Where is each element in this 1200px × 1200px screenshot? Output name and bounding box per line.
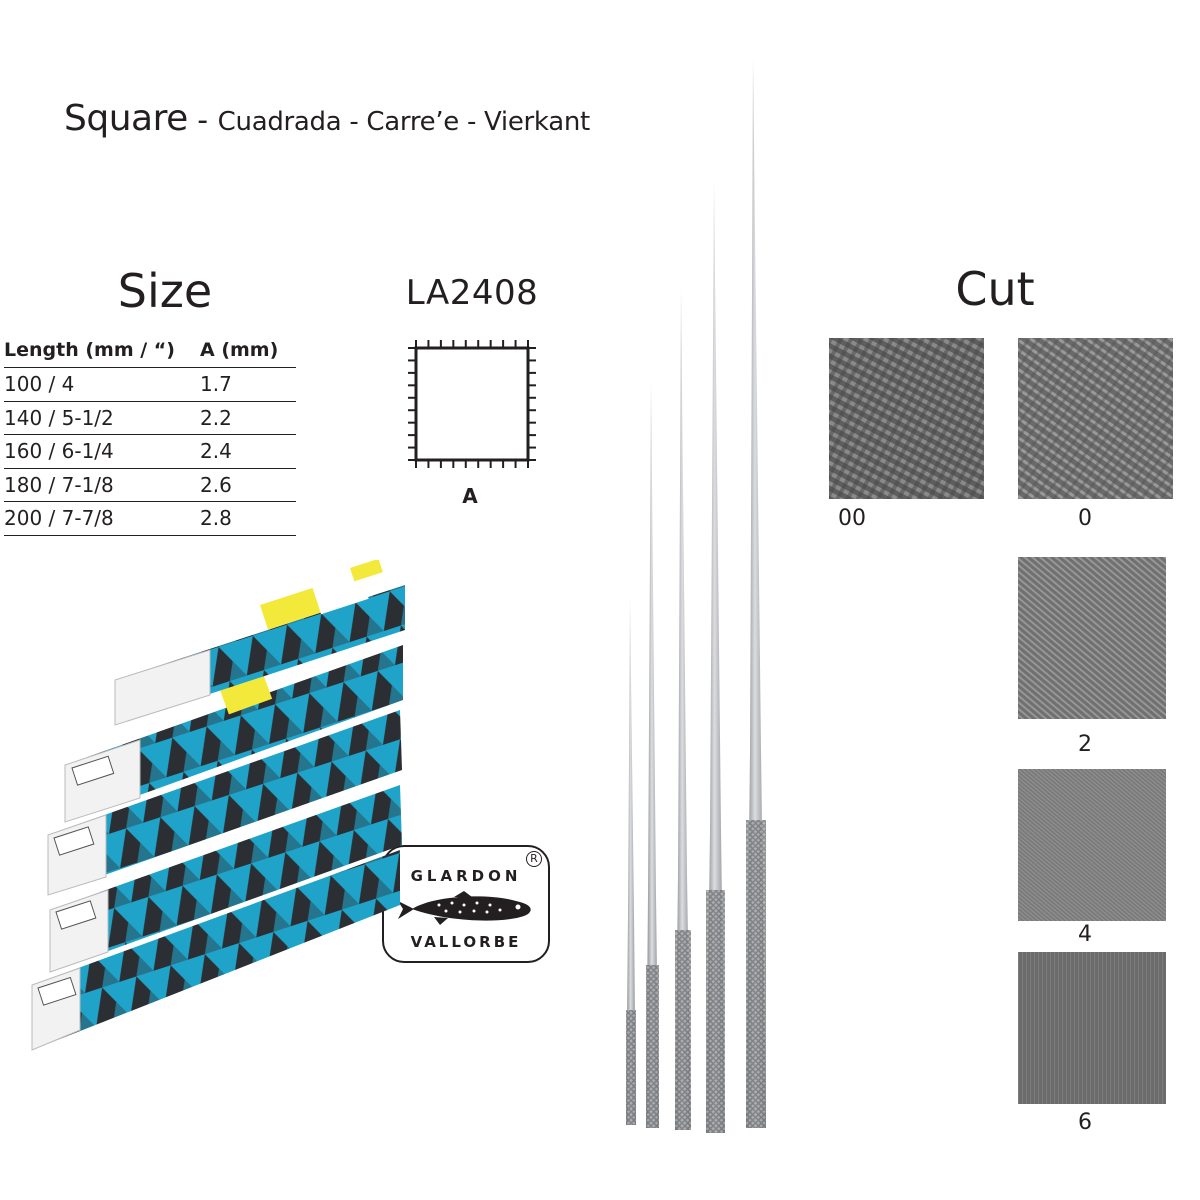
needle-file-100 <box>626 598 636 1125</box>
product-boxes-illustration <box>31 560 405 1051</box>
cut-swatch-6 <box>1018 952 1166 1104</box>
profile-dimension-label: A <box>462 484 478 508</box>
cut-swatch-0 <box>1018 338 1173 499</box>
a-cell: 2.2 <box>200 405 232 430</box>
cut-swatch-2 <box>1018 557 1166 719</box>
cut-heading: Cut <box>955 262 1035 316</box>
cut-swatch-00 <box>829 338 984 499</box>
a-cell: 1.7 <box>200 372 232 397</box>
needle-file-200 <box>746 58 766 1128</box>
cut-label-0: 0 <box>1078 506 1092 531</box>
cut-swatch-4 <box>1018 769 1166 921</box>
product-box <box>64 645 403 823</box>
cut-label-6: 6 <box>1078 1110 1092 1135</box>
logo-text-top: GLARDON <box>410 867 522 885</box>
size-table: Length (mm / “) A (mm) 100 / 4 1.7 140 /… <box>4 333 296 536</box>
length-cell: 200 / 7-7/8 <box>4 506 114 531</box>
needle-file-160 <box>675 288 691 1130</box>
product-box <box>114 560 405 726</box>
length-cell: 160 / 6-1/4 <box>4 439 114 464</box>
table-row: 140 / 5-1/2 2.2 <box>4 402 296 435</box>
needle-files-illustration <box>626 58 766 1133</box>
cut-label-2: 2 <box>1078 732 1092 757</box>
table-row: 100 / 4 1.7 <box>4 368 296 402</box>
table-header-row: Length (mm / “) A (mm) <box>4 333 296 368</box>
length-cell: 180 / 7-1/8 <box>4 472 114 497</box>
logo-text-bottom: VALLORBE <box>410 933 522 951</box>
length-cell: 100 / 4 <box>4 372 75 397</box>
box-stack <box>31 560 405 1051</box>
table-row: 200 / 7-7/8 2.8 <box>4 502 296 536</box>
page-title: Square - Cuadrada - Carre’e - Vierkant <box>64 98 590 139</box>
title-main: Square <box>64 98 188 139</box>
cut-label-00: 00 <box>838 506 866 531</box>
profile-code: LA2408 <box>405 273 539 313</box>
title-translations: Cuadrada - Carre’e - Vierkant <box>217 107 591 137</box>
product-box <box>47 710 402 896</box>
fish-icon <box>398 891 531 925</box>
table-row: 160 / 6-1/4 2.4 <box>4 435 296 469</box>
product-box <box>31 850 400 1051</box>
column-header-length: Length (mm / “) <box>4 339 175 361</box>
title-separator: - <box>187 103 218 138</box>
square-profile-diagram <box>408 340 536 468</box>
a-cell: 2.4 <box>200 439 232 464</box>
length-cell: 140 / 5-1/2 <box>4 405 114 430</box>
needle-file-140 <box>646 380 659 1128</box>
table-row: 180 / 7-1/8 2.6 <box>4 469 296 502</box>
a-cell: 2.6 <box>200 472 232 497</box>
registered-mark: R <box>526 851 542 867</box>
column-header-a: A (mm) <box>200 339 279 361</box>
a-cell: 2.8 <box>200 506 232 531</box>
product-box <box>49 785 402 973</box>
size-heading: Size <box>117 264 213 318</box>
cut-label-4: 4 <box>1078 922 1092 947</box>
needle-file-180 <box>706 182 725 1133</box>
